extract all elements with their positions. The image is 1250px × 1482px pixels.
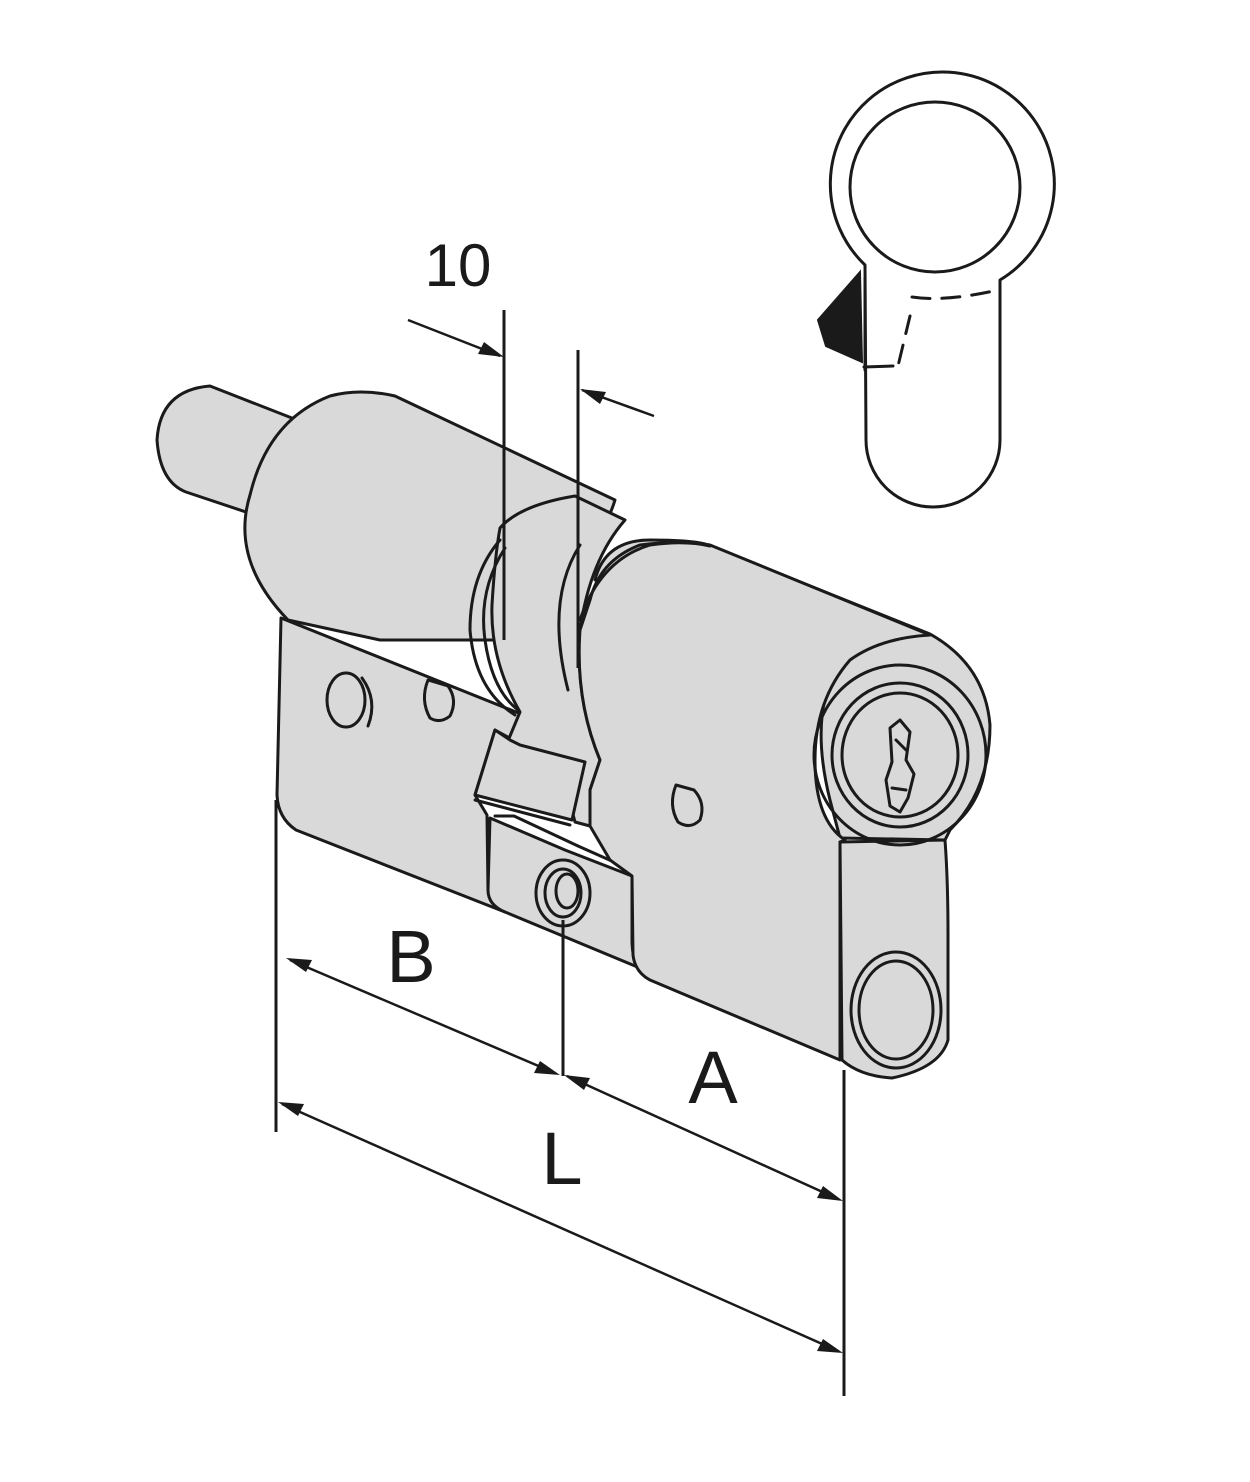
dim-b-label: B — [386, 915, 435, 998]
dim-l-label: L — [541, 1117, 582, 1200]
cylinder-body — [155, 384, 992, 1080]
dim-a-label: A — [688, 1036, 738, 1119]
dimension-10: 10 — [407, 232, 655, 668]
profile-icon — [816, 70, 1056, 509]
cam-shape-icon — [816, 269, 864, 364]
dim-10-label: 10 — [425, 232, 492, 299]
dimension-lines-bottom: B A L — [274, 800, 846, 1396]
